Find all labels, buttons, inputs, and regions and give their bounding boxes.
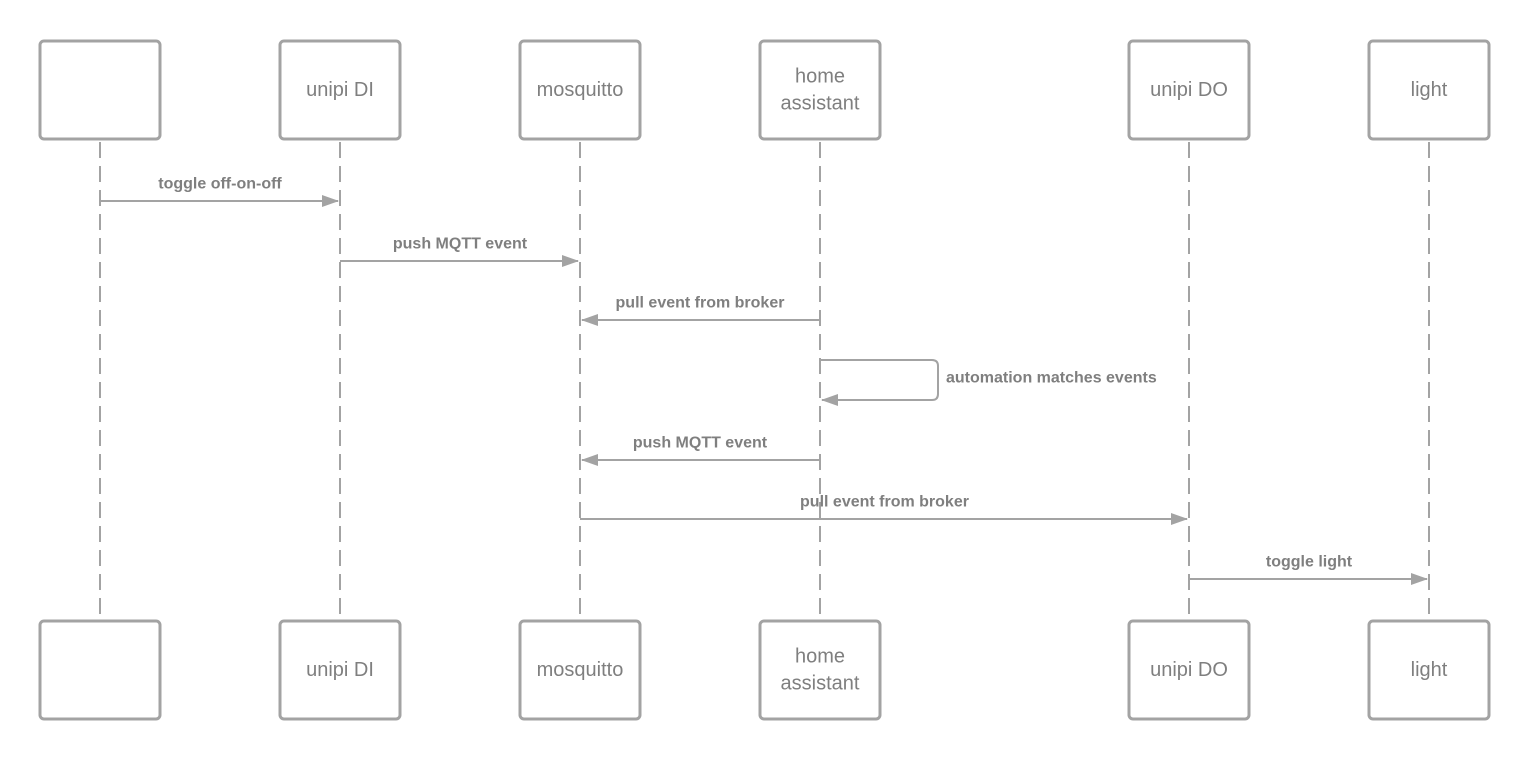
message-6: toggle light <box>1189 554 1428 585</box>
participant-box <box>278 39 402 141</box>
message-label: pull event from broker <box>616 295 785 312</box>
message-label: push MQTT event <box>393 236 528 253</box>
participant-bottom-p0 <box>38 619 162 721</box>
arrowhead <box>562 255 579 267</box>
participant-bottom-p5: light <box>1367 619 1491 721</box>
message-5: pull event from broker <box>580 494 1188 525</box>
participant-box <box>278 619 402 721</box>
participant-label: mosquitto <box>537 659 624 681</box>
participant-box <box>758 619 882 721</box>
participant-top-p4: unipi DO <box>1127 39 1251 141</box>
message-label: toggle light <box>1266 554 1353 571</box>
participant-label: unipi DI <box>306 79 374 101</box>
message-3: automation matches events <box>820 359 1157 406</box>
participant-bottom-p1: unipi DI <box>278 619 402 721</box>
participant-top-p0 <box>38 39 162 141</box>
participant-boxes: unipi DI unipi DI mosquitto mosquitto home as… <box>38 39 1491 721</box>
participant-box <box>758 39 882 141</box>
arrowhead <box>581 314 598 326</box>
participant-label: unipi DO <box>1150 659 1228 681</box>
self-message-line <box>820 359 939 401</box>
participant-label: assistant <box>781 93 860 115</box>
participant-label: home <box>795 66 845 88</box>
arrowhead <box>821 394 838 406</box>
participant-bottom-p4: unipi DO <box>1127 619 1251 721</box>
participant-label: home <box>795 646 845 668</box>
participant-box <box>1367 619 1491 721</box>
participant-box <box>1127 619 1251 721</box>
arrowhead <box>1411 573 1428 585</box>
message-label: toggle off-on-off <box>158 176 282 193</box>
messages: toggle off-on-off push MQTT event pull eve… <box>100 176 1428 585</box>
arrowhead <box>1171 513 1188 525</box>
message-1: push MQTT event <box>340 236 579 267</box>
message-2: pull event from broker <box>581 295 820 326</box>
participant-label: mosquitto <box>537 79 624 101</box>
message-4: push MQTT event <box>581 435 820 466</box>
participant-top-p3: home assistant <box>758 39 882 141</box>
participant-bottom-p2: mosquitto <box>518 619 642 721</box>
message-label: pull event from broker <box>800 494 969 511</box>
participant-top-p2: mosquitto <box>518 39 642 141</box>
participant-box <box>38 39 162 141</box>
participant-label: unipi DI <box>306 659 374 681</box>
message-label: automation matches events <box>946 370 1157 387</box>
participant-label: assistant <box>781 673 860 695</box>
participant-bottom-p3: home assistant <box>758 619 882 721</box>
participant-box <box>1367 39 1491 141</box>
participant-label: unipi DO <box>1150 79 1228 101</box>
participant-top-p1: unipi DI <box>278 39 402 141</box>
participant-label: light <box>1411 79 1448 101</box>
participant-box <box>518 619 642 721</box>
message-0: toggle off-on-off <box>100 176 339 207</box>
participant-box <box>518 39 642 141</box>
participant-top-p5: light <box>1367 39 1491 141</box>
participant-box <box>1127 39 1251 141</box>
participant-label: light <box>1411 659 1448 681</box>
arrowhead <box>322 195 339 207</box>
lifelines <box>99 142 1430 620</box>
arrowhead <box>581 454 598 466</box>
participant-box <box>38 619 162 721</box>
message-label: push MQTT event <box>633 435 768 452</box>
